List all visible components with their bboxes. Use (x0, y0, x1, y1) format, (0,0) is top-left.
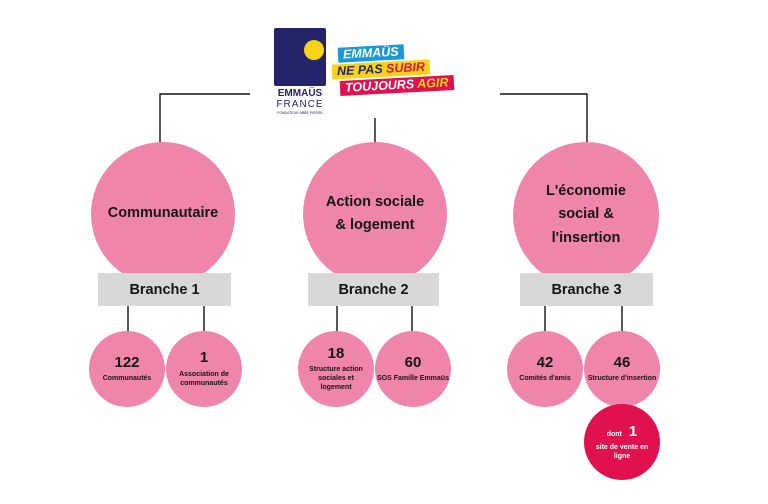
item-number: 18 (327, 344, 345, 362)
branch-3-sub-item: dont 1 site de vente en ligne (584, 404, 660, 480)
branch-2-item-2: 60 SOS Famille Emmaüs (375, 331, 451, 407)
item-text: SOS Famille Emmaüs (377, 375, 449, 383)
branch-3-title: L'économie social & l'insertion (546, 183, 626, 246)
emmaus-logo: EMMAÜS FRANCE FONDATEUR ABBÉ PIERRE (274, 28, 326, 118)
item-number: 46 (613, 353, 631, 371)
branch-3-bar: Branche 3 (520, 273, 653, 306)
item-number: 122 (114, 353, 140, 371)
branch-2-circle: Action sociale & logement (303, 142, 447, 286)
connector-branch-3 (500, 93, 592, 161)
item-number: 42 (536, 353, 554, 371)
branch-3-label: Branche 3 (551, 281, 622, 298)
branch-3-circle: L'économie social & l'insertion (513, 142, 659, 288)
branch-3-item-2: 46 Structure d'insertion (584, 331, 660, 407)
item-text: Structure action sociales et logement (309, 366, 363, 392)
sub-item-prefix: dont (606, 430, 622, 438)
branch-3-item-1: 42 Comités d'amis (507, 331, 583, 407)
branch-1-item-1: 122 Communautés (89, 331, 165, 407)
item-number: 60 (404, 353, 422, 371)
item-text: Association de communautés (179, 370, 229, 387)
branch-1-title: Communautaire (107, 205, 219, 222)
item-text: Comités d'amis (519, 375, 571, 383)
item-text: Communautés (102, 375, 152, 383)
item-text: Structure d'insertion (587, 375, 657, 383)
sub-item-number: 1 (628, 422, 638, 440)
logo-subtitle: FONDATEUR ABBÉ PIERRE (277, 111, 323, 115)
branch-2-label: Branche 2 (338, 281, 409, 298)
connector-branch-1 (155, 93, 250, 161)
item-number: 1 (199, 349, 209, 367)
branch-1-bar: Branche 1 (98, 273, 231, 306)
branch-2-item-1: 18 Structure action sociales et logement (298, 331, 374, 407)
branch-1-label: Branche 1 (129, 281, 200, 298)
logo-name-bottom: FRANCE (276, 99, 324, 110)
branch-2-bar: Branche 2 (308, 273, 439, 306)
branch-1-circle: Communautaire (91, 142, 235, 286)
sun-icon (304, 40, 324, 60)
logo-name-top: EMMAÜS (277, 88, 323, 99)
sub-item-row: dont 1 (607, 423, 638, 440)
branch-2-title: Action sociale & logement (325, 193, 425, 233)
branch-1-item-2: 1 Association de communautés (166, 331, 242, 407)
sub-item-text: site de vente en ligne (595, 443, 649, 460)
